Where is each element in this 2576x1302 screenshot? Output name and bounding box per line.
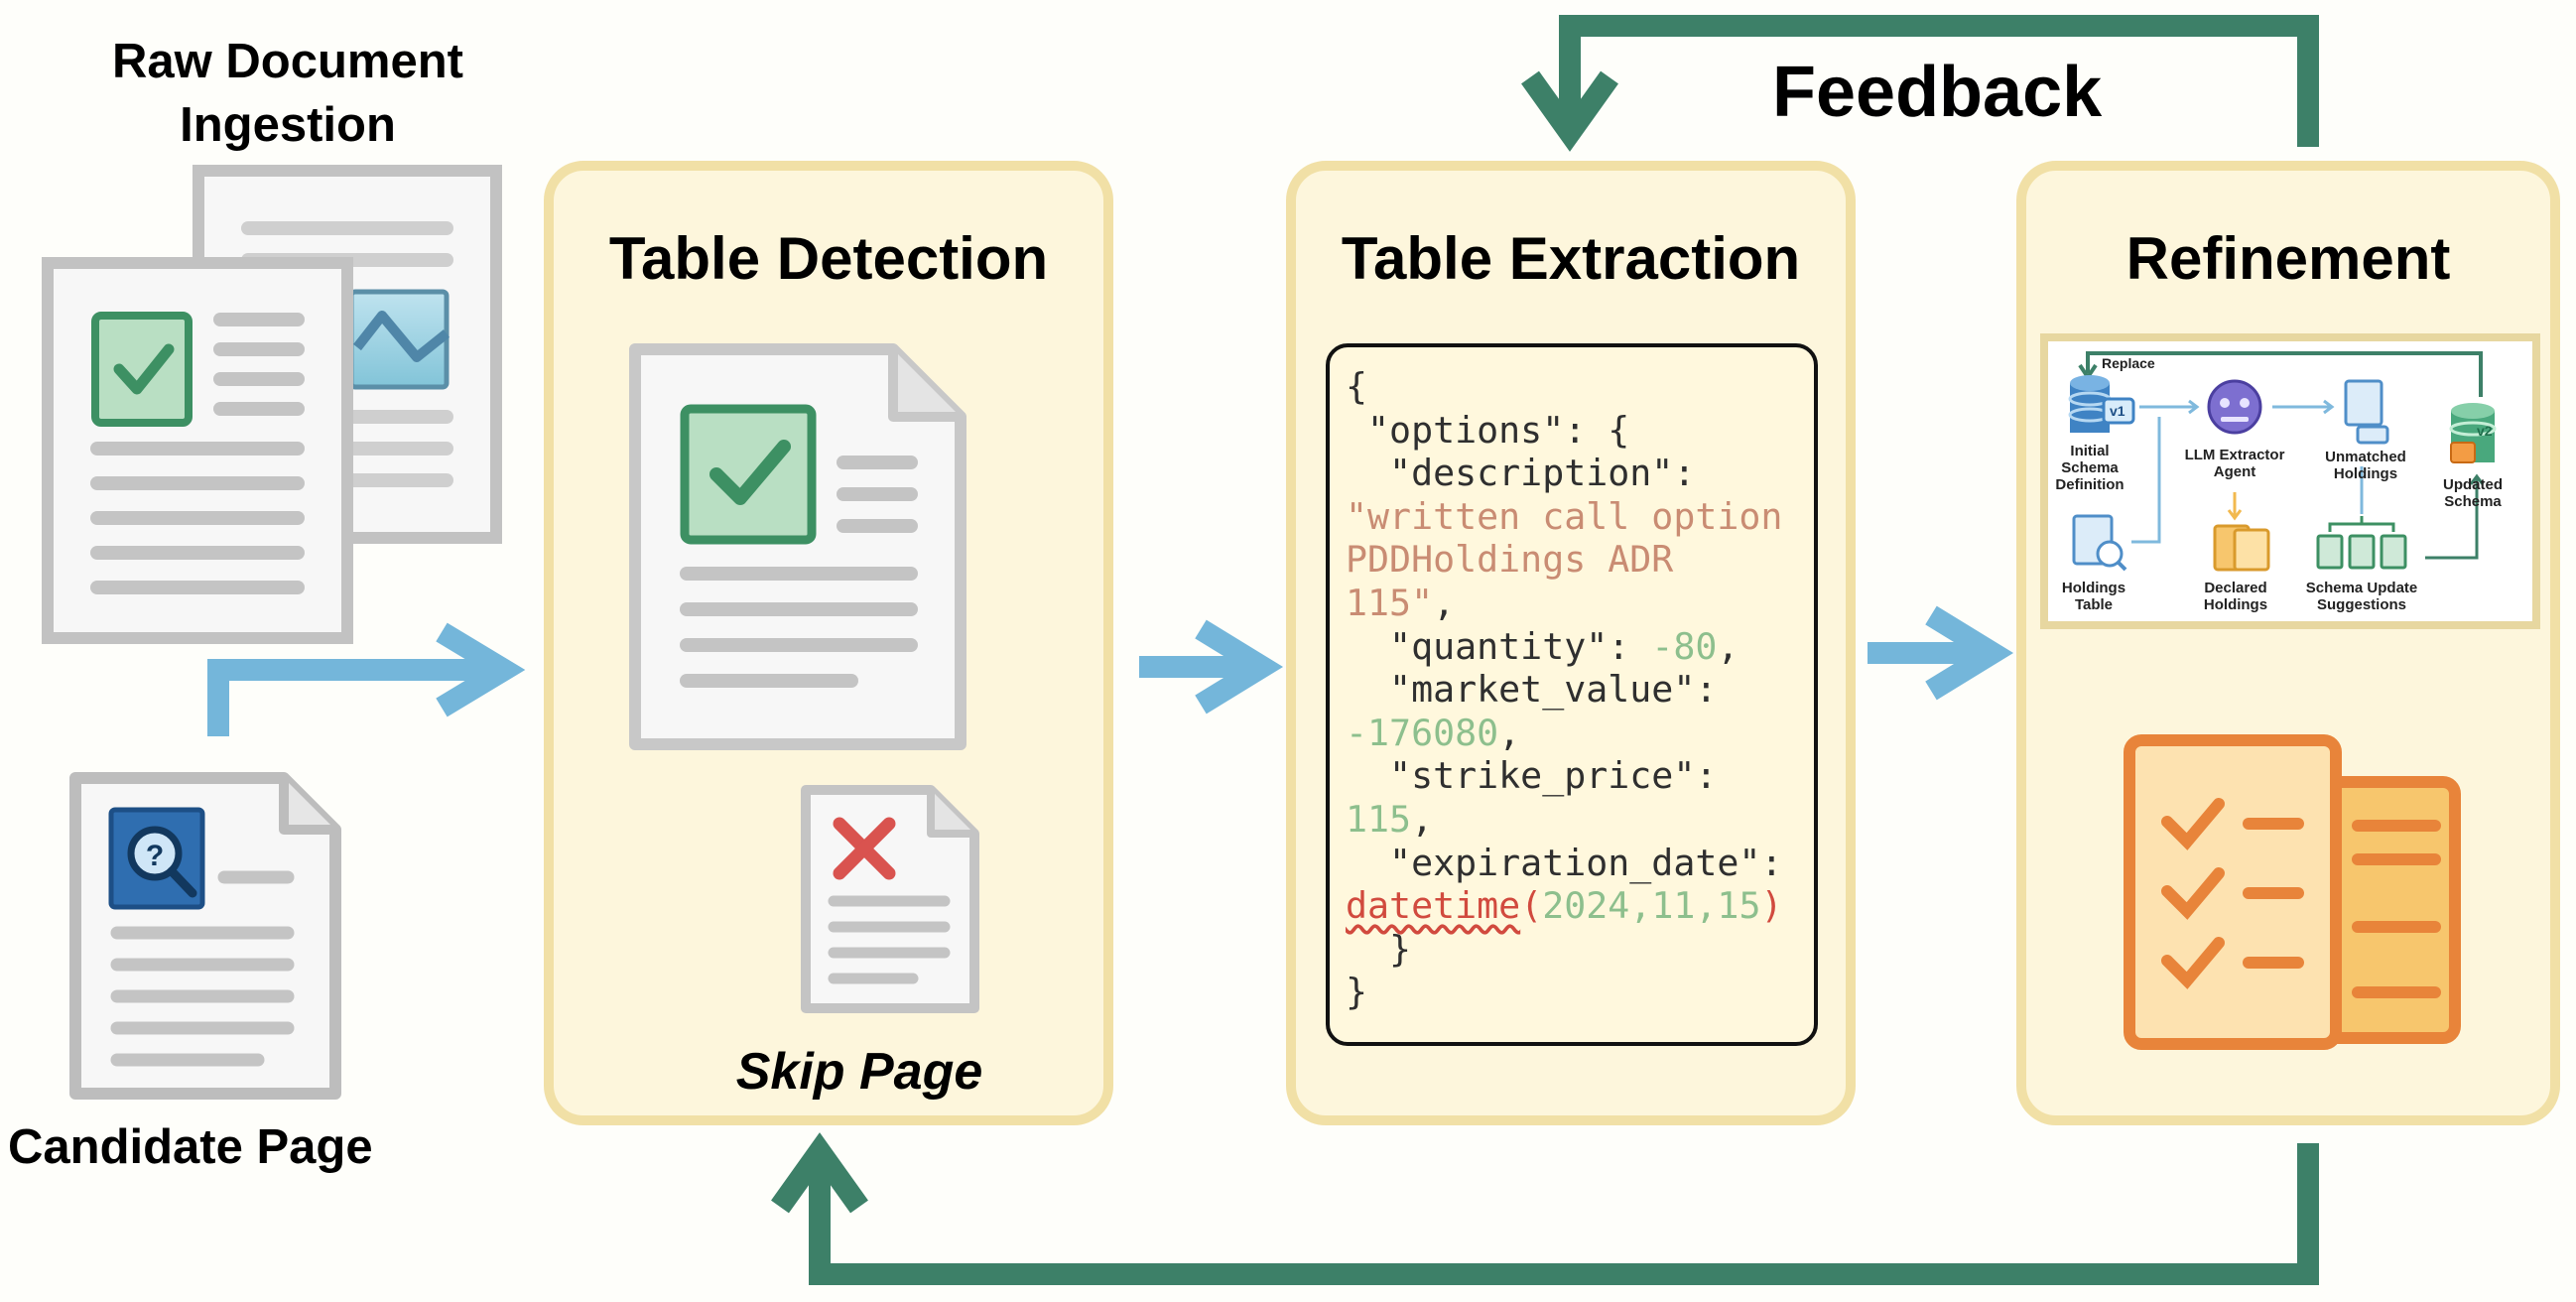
code-punct: , bbox=[1717, 624, 1739, 668]
database-icon bbox=[2068, 375, 2135, 433]
checklist-icon bbox=[2124, 734, 2461, 1050]
llm-agent-label: LLM Extractor Agent bbox=[2184, 447, 2285, 480]
feedback-label: Feedback bbox=[1772, 53, 2103, 132]
declared-holdings-icon bbox=[2213, 524, 2270, 572]
code-punct: ( bbox=[1520, 884, 1543, 928]
updated-schema-label: Updated Schema bbox=[2443, 476, 2503, 510]
reject-icon bbox=[833, 817, 896, 880]
code-punct: ) bbox=[1760, 884, 1783, 928]
flow-arrow-detection-extraction bbox=[1139, 619, 1284, 715]
search-icon: ? bbox=[108, 807, 205, 910]
v2-badge: v2 bbox=[2477, 423, 2493, 439]
holdings-table-icon bbox=[2072, 514, 2127, 572]
candidate-page-label: Candidate Page bbox=[8, 1120, 373, 1174]
code-string: "written call option bbox=[1346, 494, 1783, 538]
code-number: -80 bbox=[1651, 624, 1718, 668]
feedback-arrow-bottom bbox=[771, 1132, 2319, 1285]
code-number: 2024 bbox=[1542, 884, 1630, 928]
code-line: "options": { bbox=[1346, 408, 1630, 452]
schema-suggestions-label: Schema Update Suggestions bbox=[2305, 580, 2418, 613]
code-punct: , bbox=[1629, 884, 1652, 928]
table-detection-title: Table Detection bbox=[608, 225, 1049, 292]
ingest-arrow bbox=[207, 622, 526, 736]
skip-page-label: Skip Page bbox=[735, 1043, 983, 1101]
feedback-arrow-top bbox=[1521, 15, 2319, 152]
updated-schema-icon bbox=[2449, 403, 2497, 463]
raw-document-front-icon bbox=[42, 257, 353, 644]
replace-label: Replace bbox=[2102, 355, 2155, 371]
code-function: datetime bbox=[1346, 884, 1521, 928]
table-extraction-title: Table Extraction bbox=[1341, 225, 1801, 292]
holdings-table-label: Holdings Table bbox=[2061, 580, 2126, 613]
code-line: "market_value": bbox=[1346, 668, 1718, 712]
code-number: -176080 bbox=[1346, 711, 1499, 754]
svg-text:?: ? bbox=[146, 840, 164, 872]
schema-suggestions-icon bbox=[2316, 516, 2407, 570]
code-line: { bbox=[1346, 365, 1368, 408]
code-line: "strike_price": bbox=[1346, 754, 1718, 798]
code-key: "quantity": bbox=[1346, 624, 1652, 668]
code-punct: , bbox=[1695, 884, 1718, 928]
declared-holdings-label: Declared Holdings bbox=[2203, 580, 2268, 613]
raw-document-label-line2: Ingestion bbox=[180, 98, 396, 152]
candidate-page-icon: ? bbox=[69, 772, 341, 1100]
code-punct: , bbox=[1411, 797, 1434, 841]
inset-connectors bbox=[2131, 399, 2485, 560]
code-number: 115 bbox=[1346, 797, 1412, 841]
code-string: 115" bbox=[1346, 581, 1434, 624]
code-line: "expiration_date": bbox=[1346, 841, 1783, 884]
raw-document-ingestion-label: Raw Document Ingestion bbox=[79, 30, 496, 157]
code-number: 15 bbox=[1717, 884, 1761, 928]
code-line: "description": bbox=[1346, 452, 1696, 495]
robot-icon bbox=[2207, 379, 2262, 435]
code-punct: , bbox=[1498, 711, 1521, 754]
code-string: PDDHoldings ADR bbox=[1346, 538, 1674, 582]
check-icon bbox=[91, 312, 193, 427]
skip-page-document-icon bbox=[801, 785, 979, 1013]
code-punct: , bbox=[1433, 581, 1456, 624]
code-line: } bbox=[1346, 927, 1412, 971]
v1-badge: v1 bbox=[2110, 403, 2125, 419]
extracted-json-code-block: { "options": { "description": "written c… bbox=[1326, 343, 1818, 1046]
unmatched-holdings-label: Unmatched Holdings bbox=[2325, 449, 2406, 482]
initial-schema-label: Initial Schema Definition bbox=[2055, 443, 2125, 493]
code-line: } bbox=[1346, 971, 1368, 1014]
check-icon bbox=[680, 404, 817, 545]
flow-arrow-extraction-refinement bbox=[1868, 605, 2014, 701]
refinement-workflow-inset bbox=[2040, 333, 2540, 629]
code-number: 11 bbox=[1651, 884, 1696, 928]
unmatched-holdings-icon bbox=[2344, 379, 2389, 445]
detected-table-document-icon bbox=[629, 343, 966, 750]
raw-document-label-line1: Raw Document bbox=[112, 35, 463, 88]
refinement-title: Refinement bbox=[2125, 225, 2451, 292]
image-icon bbox=[348, 289, 451, 390]
